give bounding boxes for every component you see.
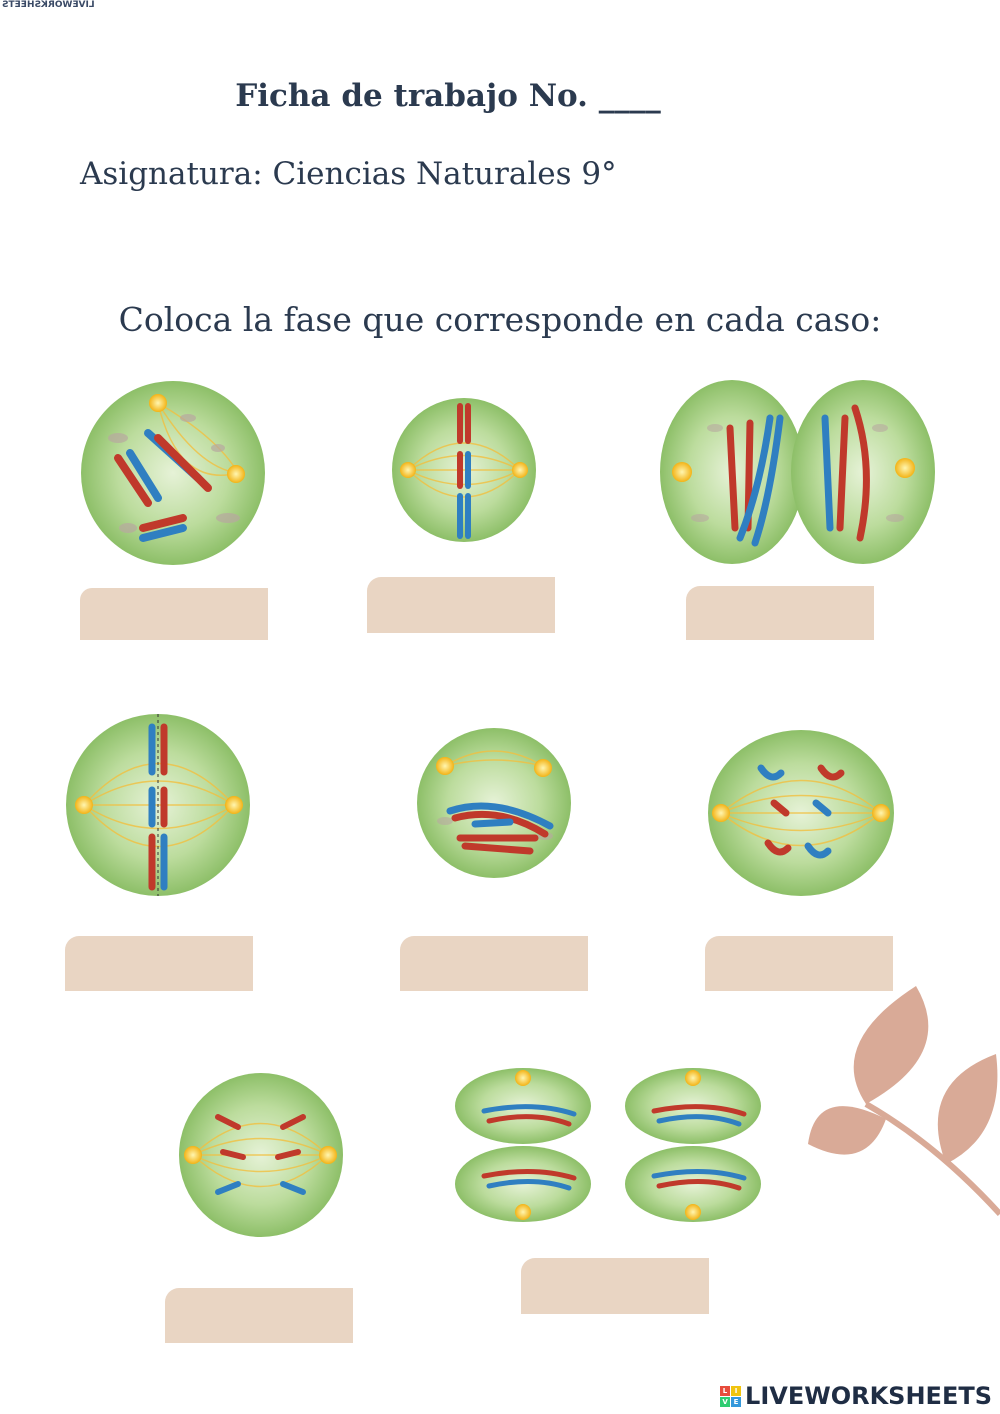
cell-image-8 [454, 1066, 764, 1226]
answer-box-3[interactable] [686, 586, 874, 640]
cell-image-3 [660, 378, 935, 566]
brand-icon: L I V E [720, 1385, 742, 1407]
mirrored-logo: LIVEWORKSHEETS [2, 0, 95, 10]
answer-box-6[interactable] [705, 936, 893, 991]
answer-box-8[interactable] [521, 1258, 709, 1314]
cell-image-1 [78, 378, 268, 568]
brand-logo: L I V E LIVEWORKSHEETS [720, 1382, 992, 1410]
answer-box-2[interactable] [367, 577, 555, 633]
brand-name: LIVEWORKSHEETS [745, 1382, 992, 1410]
leaf-decoration [806, 984, 1000, 1224]
cell-image-5 [415, 726, 573, 880]
cell-image-2 [390, 396, 538, 544]
answer-box-4[interactable] [65, 936, 253, 991]
answer-box-1[interactable] [80, 588, 268, 640]
worksheet-title: Ficha de trabajo No. ____ [235, 78, 661, 114]
instruction-text: Coloca la fase que corresponde en cada c… [118, 300, 882, 339]
cell-image-6 [706, 728, 896, 898]
cell-image-7 [178, 1072, 344, 1238]
answer-box-7[interactable] [165, 1288, 353, 1343]
answer-box-5[interactable] [400, 936, 588, 991]
cell-image-4 [64, 712, 252, 898]
subject-line: Asignatura: Ciencias Naturales 9° [80, 156, 617, 192]
